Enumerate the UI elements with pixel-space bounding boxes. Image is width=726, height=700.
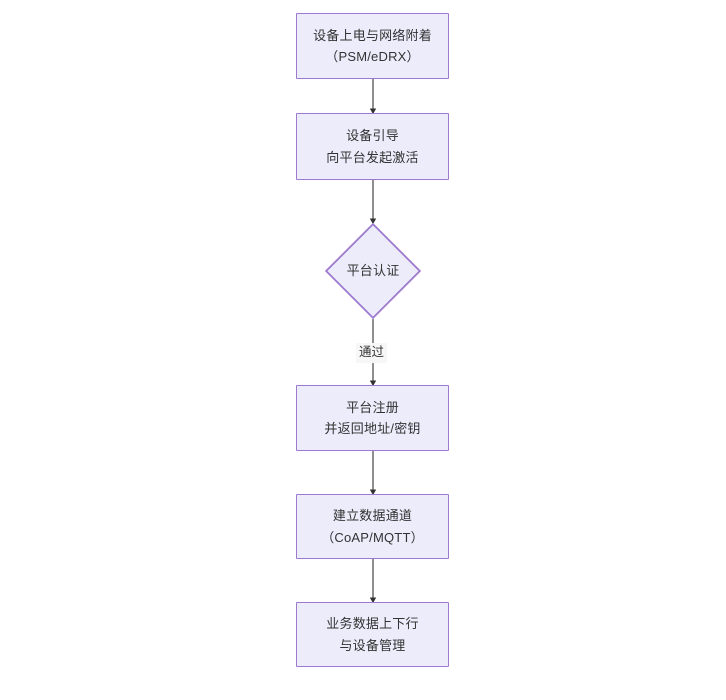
node-device-bootstrap[interactable]: 设备引导 向平台发起激活 bbox=[296, 113, 449, 180]
node-business-data-and-device-mgmt[interactable]: 业务数据上下行 与设备管理 bbox=[296, 602, 449, 667]
node-device-power-on[interactable]: 设备上电与网络附着 （PSM/eDRX） bbox=[296, 13, 449, 79]
node-label: 平台认证 bbox=[346, 263, 400, 279]
node-platform-auth-decision[interactable]: 平台认证 bbox=[325, 223, 421, 319]
node-platform-register[interactable]: 平台注册 并返回地址/密钥 bbox=[296, 385, 449, 451]
node-label: 设备上电与网络附着 （PSM/eDRX） bbox=[313, 27, 432, 64]
node-establish-data-channel[interactable]: 建立数据通道 （CoAP/MQTT） bbox=[296, 494, 449, 559]
node-label: 建立数据通道 （CoAP/MQTT） bbox=[321, 508, 424, 545]
node-label: 设备引导 向平台发起激活 bbox=[326, 128, 419, 165]
node-label: 平台注册 并返回地址/密钥 bbox=[324, 399, 421, 436]
node-label: 业务数据上下行 与设备管理 bbox=[326, 616, 419, 653]
diamond-shape-icon bbox=[325, 223, 421, 319]
edge-label-pass: 通过 bbox=[356, 343, 388, 363]
